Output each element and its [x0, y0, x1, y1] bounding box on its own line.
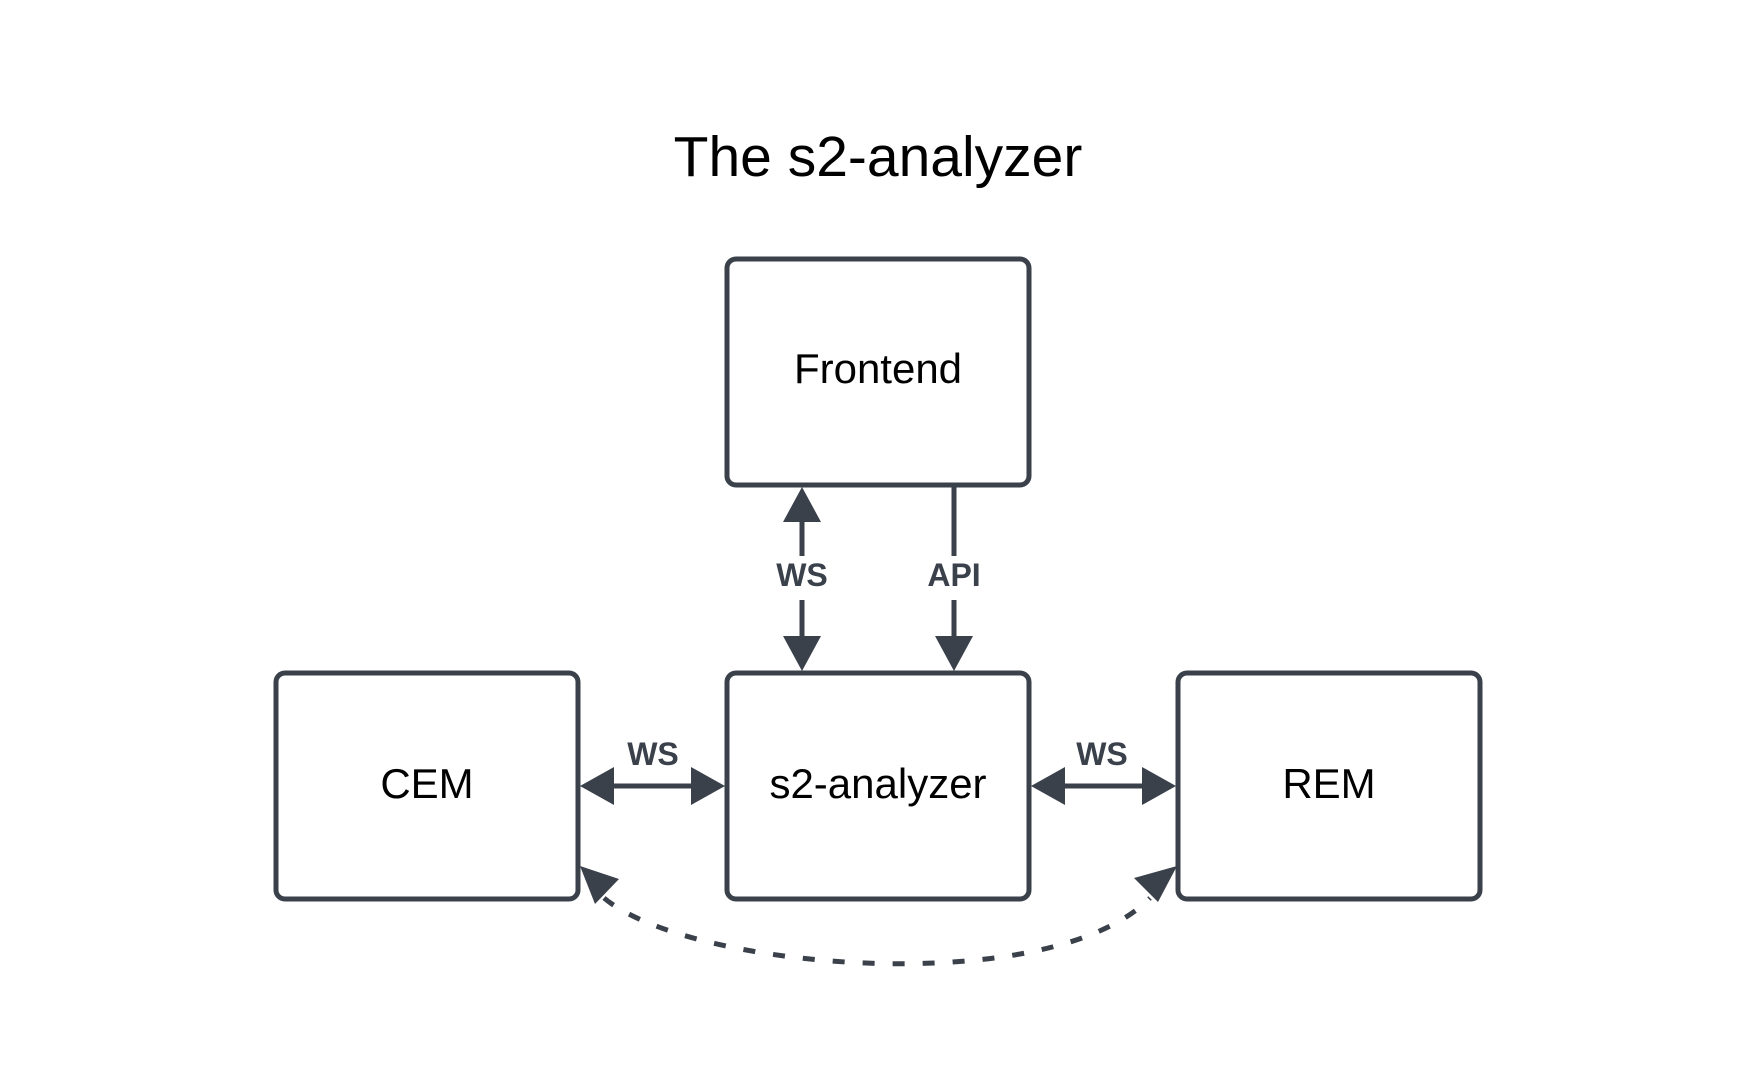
- edge-analyzer-rem-ws: WS: [1031, 736, 1176, 805]
- node-rem[interactable]: REM: [1175, 670, 1483, 902]
- edge-label-background: [920, 556, 988, 600]
- node-s2-analyzer[interactable]: s2-analyzer: [724, 670, 1032, 902]
- arrow-head-right-icon: [1142, 767, 1176, 805]
- arrow-head-up-icon: [783, 487, 821, 522]
- arrow-head-left-icon: [1031, 767, 1065, 805]
- diagram-title: The s2-analyzer: [674, 125, 1083, 189]
- edge-frontend-analyzer-ws: WS: [772, 487, 832, 671]
- node-cem[interactable]: CEM: [273, 670, 581, 902]
- node-cem-label: CEM: [380, 760, 473, 807]
- arrow-head-up-left-icon: [580, 866, 619, 904]
- edge-frontend-analyzer-ws-label: WS: [776, 557, 828, 593]
- edge-cem-rem-dashed: [580, 866, 1177, 967]
- arrow-head-right-icon: [691, 767, 725, 805]
- arrow-head-left-icon: [580, 767, 614, 805]
- arrow-head-up-right-icon: [1134, 866, 1177, 902]
- arrow-head-down-icon: [935, 636, 973, 671]
- node-rem-label: REM: [1282, 760, 1375, 807]
- node-frontend[interactable]: Frontend: [724, 256, 1032, 488]
- arrow-head-down-icon: [783, 636, 821, 671]
- edge-cem-analyzer-ws-label: WS: [627, 736, 679, 772]
- node-cem-box: [273, 670, 581, 902]
- edge-frontend-analyzer-api: API: [920, 487, 988, 671]
- edge-label-background: [772, 556, 832, 600]
- node-s2-analyzer-box: [724, 670, 1032, 902]
- edge-analyzer-rem-ws-label: WS: [1076, 736, 1128, 772]
- node-rem-box: [1175, 670, 1483, 902]
- edge-cem-analyzer-ws: WS: [580, 736, 725, 805]
- node-frontend-label: Frontend: [794, 345, 962, 392]
- edge-frontend-analyzer-api-label: API: [927, 557, 980, 593]
- node-frontend-box: [724, 256, 1032, 488]
- edge-cem-rem-dashed-curve: [602, 896, 1152, 967]
- node-s2-analyzer-label: s2-analyzer: [769, 760, 986, 807]
